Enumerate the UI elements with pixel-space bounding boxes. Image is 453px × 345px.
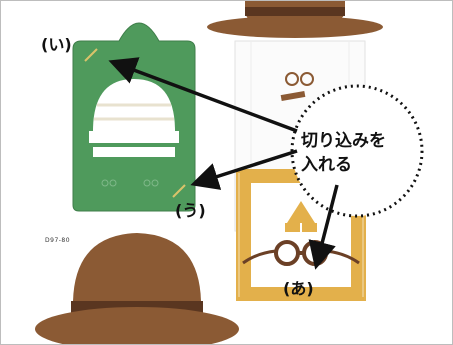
callout-line-2: 入れる [301, 155, 352, 175]
callout-line-1: 切り込みを [301, 131, 386, 151]
bowler-hat-illustration [35, 233, 239, 344]
arrow-to-a [308, 184, 339, 270]
product-code: D97-80 [45, 237, 71, 244]
top-hat-illustration [207, 1, 383, 38]
callout-text: 切り込みを 入れる [301, 129, 386, 177]
gold-panel [236, 169, 366, 301]
green-tag [72, 22, 196, 212]
arrow-to-u [190, 149, 298, 190]
callout-dotted-circle [290, 84, 424, 218]
label-i: (い) [41, 35, 72, 54]
label-u: (う) [175, 201, 206, 220]
label-a: (あ) [283, 279, 314, 298]
arrow-to-i [108, 57, 298, 133]
